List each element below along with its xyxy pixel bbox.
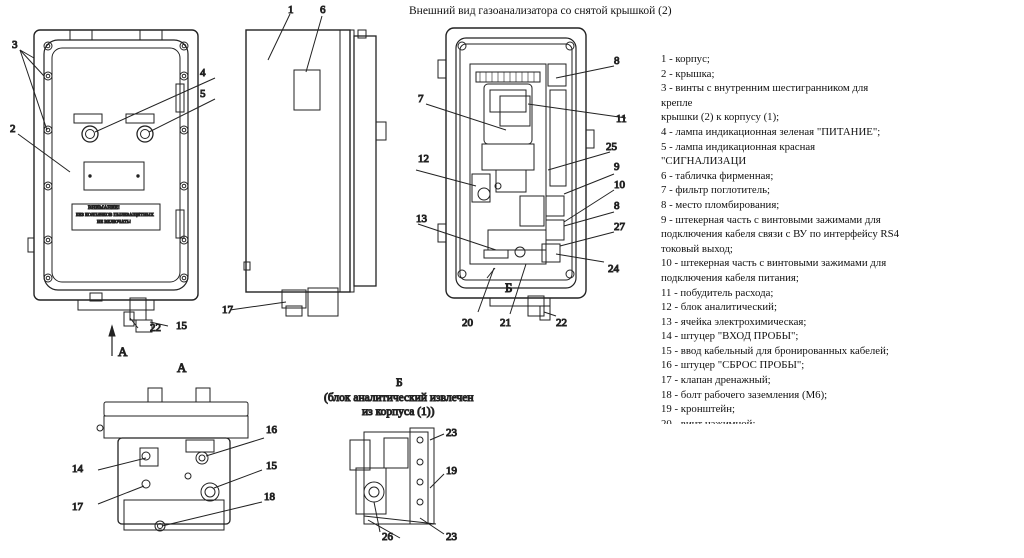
warning-plate-line3: НЕ ВКЛЮЧАТЬ! bbox=[97, 219, 131, 224]
legend-item: 4 - лампа индикационная зеленая "ПИТАНИЕ… bbox=[661, 125, 881, 138]
callout-4: 4 bbox=[200, 67, 206, 79]
callout-1: 1 bbox=[288, 4, 294, 16]
callout-22-front: 22 bbox=[150, 322, 161, 334]
bottom-view-a bbox=[96, 387, 249, 532]
callout-19: 19 bbox=[446, 465, 458, 477]
parts-legend: 1 - корпус; 2 - крышка; 3 - винты с внутре… bbox=[661, 52, 901, 424]
green-lamp-icon bbox=[81, 125, 99, 143]
legend-item: 8 - место пломбирования; bbox=[661, 198, 780, 211]
legend-item: 17 - клапан дренажный; bbox=[661, 374, 771, 387]
legend-item: 3 - винты с внутренним шестигранником дл… bbox=[661, 82, 871, 109]
callout-14: 14 bbox=[72, 463, 84, 475]
drawing-title: Внешний вид газоанализатора со снятой кр… bbox=[409, 5, 672, 17]
callout-22-open: 22 bbox=[556, 317, 567, 329]
nameplate-rect bbox=[293, 69, 321, 111]
legend-item: 19 - кронштейн; bbox=[661, 403, 735, 416]
callout-11: 11 bbox=[616, 113, 627, 125]
open-callout-leaders bbox=[415, 65, 627, 317]
legend-item: 20 - винт нажимной; bbox=[661, 417, 756, 424]
callout-3: 3 bbox=[12, 39, 18, 51]
red-lamp-icon bbox=[136, 125, 154, 143]
callout-23-bottom: 23 bbox=[446, 531, 458, 543]
callout-25: 25 bbox=[606, 141, 618, 153]
callout-24: 24 bbox=[608, 263, 620, 275]
legend-item: 9 - штекерная часть с винтовыми зажимами… bbox=[661, 213, 881, 226]
legend-item: 14 - штуцер "ВХОД ПРОБЫ"; bbox=[661, 330, 799, 343]
filter-absorber bbox=[483, 83, 533, 145]
open-housing-view bbox=[437, 27, 595, 321]
legend-item: 10 - штекерная часть с винтовыми зажимам… bbox=[661, 257, 887, 270]
warning-plate-line1: ВНИМАНИЕ! bbox=[88, 205, 120, 211]
legend-item: 18 - болт рабочего заземления (М6); bbox=[661, 388, 828, 401]
analytic-block-view bbox=[349, 427, 437, 539]
callout-9: 9 bbox=[614, 161, 620, 173]
legend-item: 2 - крышка; bbox=[661, 67, 715, 80]
side-callout-leaders bbox=[229, 13, 323, 311]
callout-23-top: 23 bbox=[446, 427, 458, 439]
callout-10: 10 bbox=[614, 179, 626, 191]
callout-8-top: 8 bbox=[614, 55, 620, 67]
callout-15-front: 15 bbox=[176, 320, 188, 332]
legend-item: 15 - ввод кабельный для бронированных ка… bbox=[661, 344, 889, 357]
legend-item: 6 - табличка фирменная; bbox=[661, 169, 774, 182]
legend-item: 16 - штуцер "СБРОС ПРОБЫ"; bbox=[661, 359, 805, 372]
front-view bbox=[27, 29, 199, 356]
callout-21: 21 bbox=[500, 317, 511, 329]
view-b-label: Б bbox=[396, 377, 403, 389]
callout-20: 20 bbox=[462, 317, 474, 329]
callout-27: 27 bbox=[614, 221, 626, 233]
legend-item: 12 - блок аналитический; bbox=[661, 301, 777, 314]
legend-item: крышки (2) к корпусу (1); bbox=[661, 111, 780, 124]
callout-13: 13 bbox=[416, 213, 428, 225]
view-a-arrow-label: А bbox=[118, 344, 128, 359]
callout-7: 7 bbox=[418, 93, 424, 105]
legend-item: 1 - корпус; bbox=[661, 53, 710, 65]
callout-15-bottom: 15 bbox=[266, 460, 278, 472]
view-b-caption-2: из корпуса (1)) bbox=[362, 406, 435, 418]
legend-item: подключения кабеля питания; bbox=[661, 271, 799, 284]
front-callout-leaders bbox=[17, 49, 216, 329]
legend-item: 11 - побудитель расхода; bbox=[661, 286, 774, 299]
callout-12: 12 bbox=[418, 153, 429, 165]
view-a-label: А bbox=[177, 360, 187, 375]
section-b-label: Б bbox=[505, 280, 512, 295]
warning-plate-line2: БЕЗ КОЛПАЧКОВ ПЫЛЕЗАЩИТНЫХ bbox=[76, 212, 155, 217]
view-b-caption-1: (блок аналитический извлечен bbox=[324, 392, 474, 404]
block-callout-leaders bbox=[373, 433, 445, 535]
callout-8-bottom: 8 bbox=[614, 200, 620, 212]
callout-6: 6 bbox=[320, 4, 326, 16]
legend-item: 13 - ячейка электрохимическая; bbox=[661, 315, 807, 328]
callout-26: 26 bbox=[382, 531, 394, 543]
callout-2: 2 bbox=[10, 123, 16, 135]
legend-item: 5 - лампа индикационная красная "СИГНАЛИ… bbox=[661, 140, 818, 168]
callout-17-side: 17 bbox=[222, 304, 234, 316]
legend-item: подключения кабеля связи с ВУ по интерфе… bbox=[661, 228, 900, 241]
side-view bbox=[243, 29, 387, 317]
legend-item: токовый выход; bbox=[661, 242, 733, 255]
warning-plate bbox=[71, 203, 161, 231]
callout-17-bottom: 17 bbox=[72, 501, 84, 513]
callout-16: 16 bbox=[266, 424, 278, 436]
callout-5: 5 bbox=[200, 88, 206, 100]
bottom-callout-leaders bbox=[97, 437, 265, 527]
legend-item: 7 - фильтр поглотитель; bbox=[661, 184, 771, 197]
callout-18: 18 bbox=[264, 491, 276, 503]
